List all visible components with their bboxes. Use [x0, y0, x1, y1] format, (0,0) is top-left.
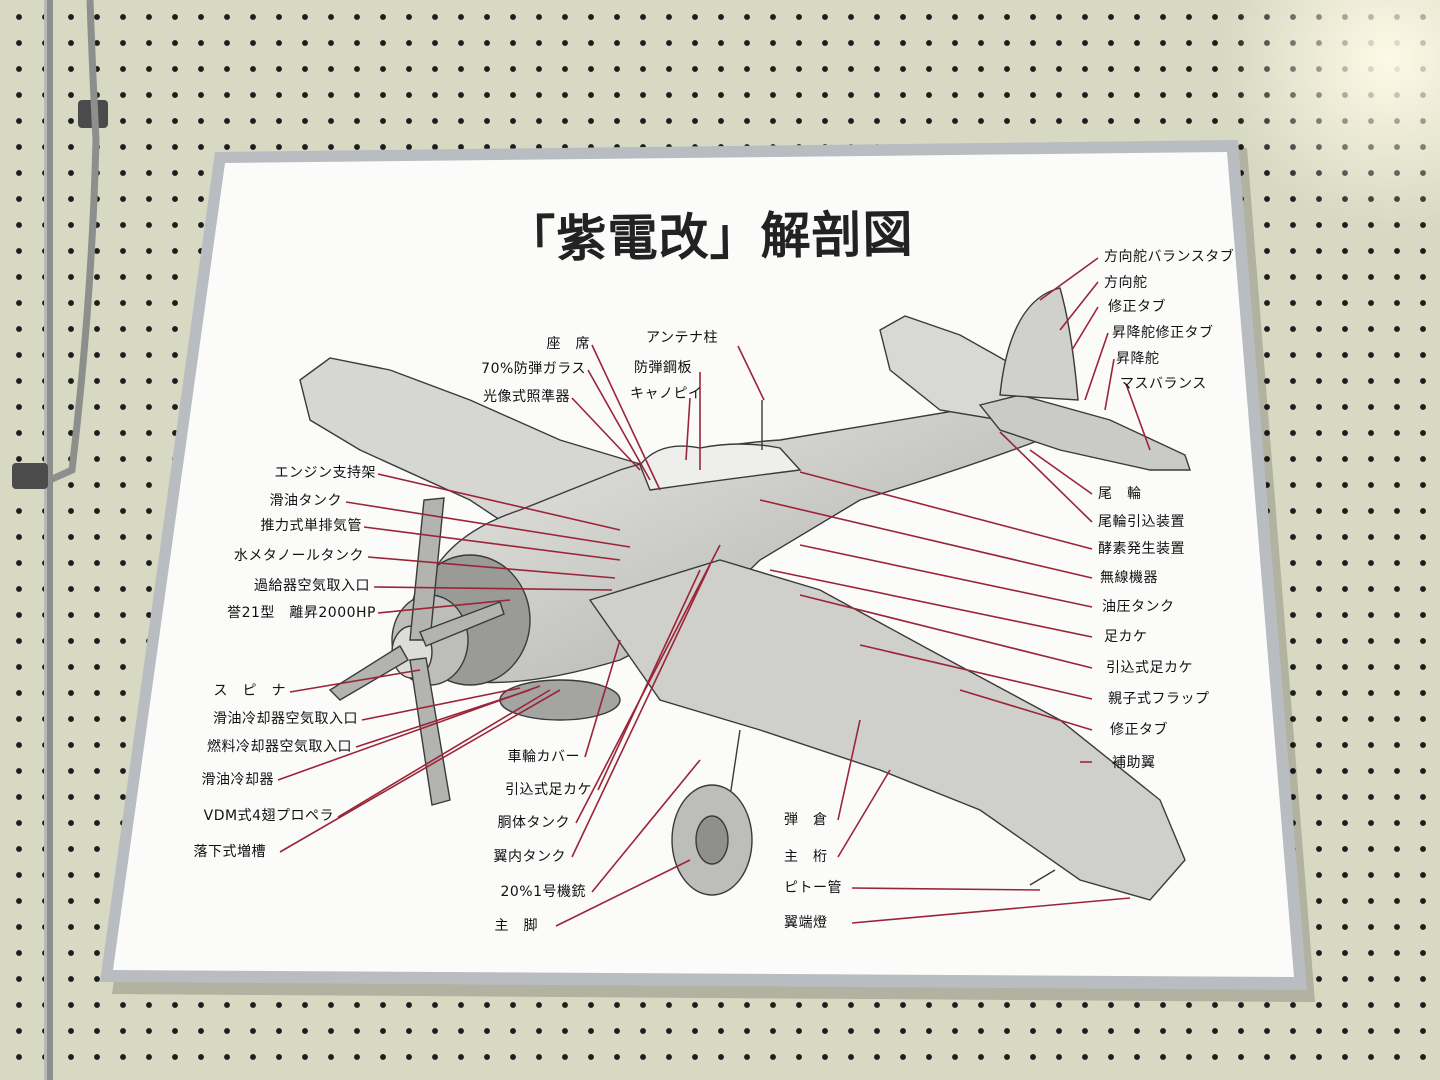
label-drop-tank: 落下式増槽 [193, 844, 266, 860]
label-oil-cooler-intake: 滑油冷却器空気取入口 [213, 711, 358, 727]
light-glare [1220, 0, 1440, 230]
label-footstep: 足カケ [1104, 629, 1148, 645]
label-water-methanol-tank: 水メタノールタンク [233, 548, 364, 564]
aircraft-illustration [299, 287, 1191, 901]
label-engine: 誉21型 離昇2000HP [227, 605, 376, 621]
label-wingtip-light: 翼端燈 [784, 915, 828, 931]
label-hydraulic-tank: 油圧タンク [1102, 599, 1175, 615]
label-main-gear: 主 脚 [494, 918, 538, 934]
label-aileron: 補助翼 [1112, 755, 1156, 771]
label-tail-wheel: 尾 輪 [1098, 486, 1142, 502]
label-seat: 座 席 [546, 336, 590, 352]
label-reflector-sight: 光像式照準器 [483, 389, 570, 405]
label-elevator-trim-tab: 昇降舵修正タブ [1112, 325, 1214, 341]
label-oxygen-generator: 酵素発生装置 [1098, 541, 1185, 557]
label-antenna-mast: アンテナ柱 [646, 330, 718, 346]
label-spinner: ス ピ ナ [213, 683, 286, 699]
label-rudder: 方向舵 [1104, 275, 1148, 291]
page-title: 「紫電改」解剖図 [505, 204, 914, 269]
label-bulletproof-glass: 70%防弾ガラス [481, 361, 586, 377]
label-canopy: キャノピイ [630, 386, 703, 402]
label-fuselage-tank: 胴体タンク [497, 815, 570, 831]
label-magazine: 弾 倉 [784, 812, 828, 828]
label-main-spar: 主 桁 [784, 849, 828, 865]
label-mass-balance: マスバランス [1120, 376, 1207, 392]
label-exhaust: 推力式単排気管 [260, 518, 362, 534]
label-fuel-cooler-intake: 燃料冷却器空気取入口 [207, 739, 352, 755]
label-engine-mount: エンジン支持架 [274, 465, 376, 481]
label-radio: 無線機器 [1100, 570, 1158, 586]
wall-conduit [12, 0, 108, 1080]
leader-lines [277, 257, 1151, 927]
label-retractable-footstep-right: 引込式足カケ [1106, 660, 1193, 676]
label-wheel-cover: 車輪カバー [507, 749, 580, 765]
label-flap: 親子式フラップ [1108, 691, 1210, 707]
label-armor-plate: 防弾鋼板 [634, 360, 692, 376]
label-pitot-tube: ピトー管 [784, 880, 842, 896]
label-oil-tank: 滑油タンク [269, 493, 342, 509]
label-cannon: 20%1号機銃 [500, 884, 586, 900]
label-propeller: VDM式4翅プロペラ [203, 808, 334, 824]
label-supercharger-intake: 過給器空気取入口 [254, 578, 370, 594]
label-elevator: 昇降舵 [1116, 351, 1160, 367]
label-retractable-footstep: 引込式足カケ [505, 782, 592, 798]
label-rudder-balance-tab: 方向舵バランスタブ [1104, 249, 1235, 265]
label-trim-tab-lower: 修正タブ [1110, 722, 1168, 738]
label-oil-cooler: 滑油冷却器 [201, 772, 274, 788]
label-tail-wheel-retraction: 尾輪引込装置 [1098, 514, 1185, 530]
label-wing-tank: 翼内タンク [493, 849, 566, 865]
label-trim-tab-upper: 修正タブ [1108, 299, 1166, 315]
